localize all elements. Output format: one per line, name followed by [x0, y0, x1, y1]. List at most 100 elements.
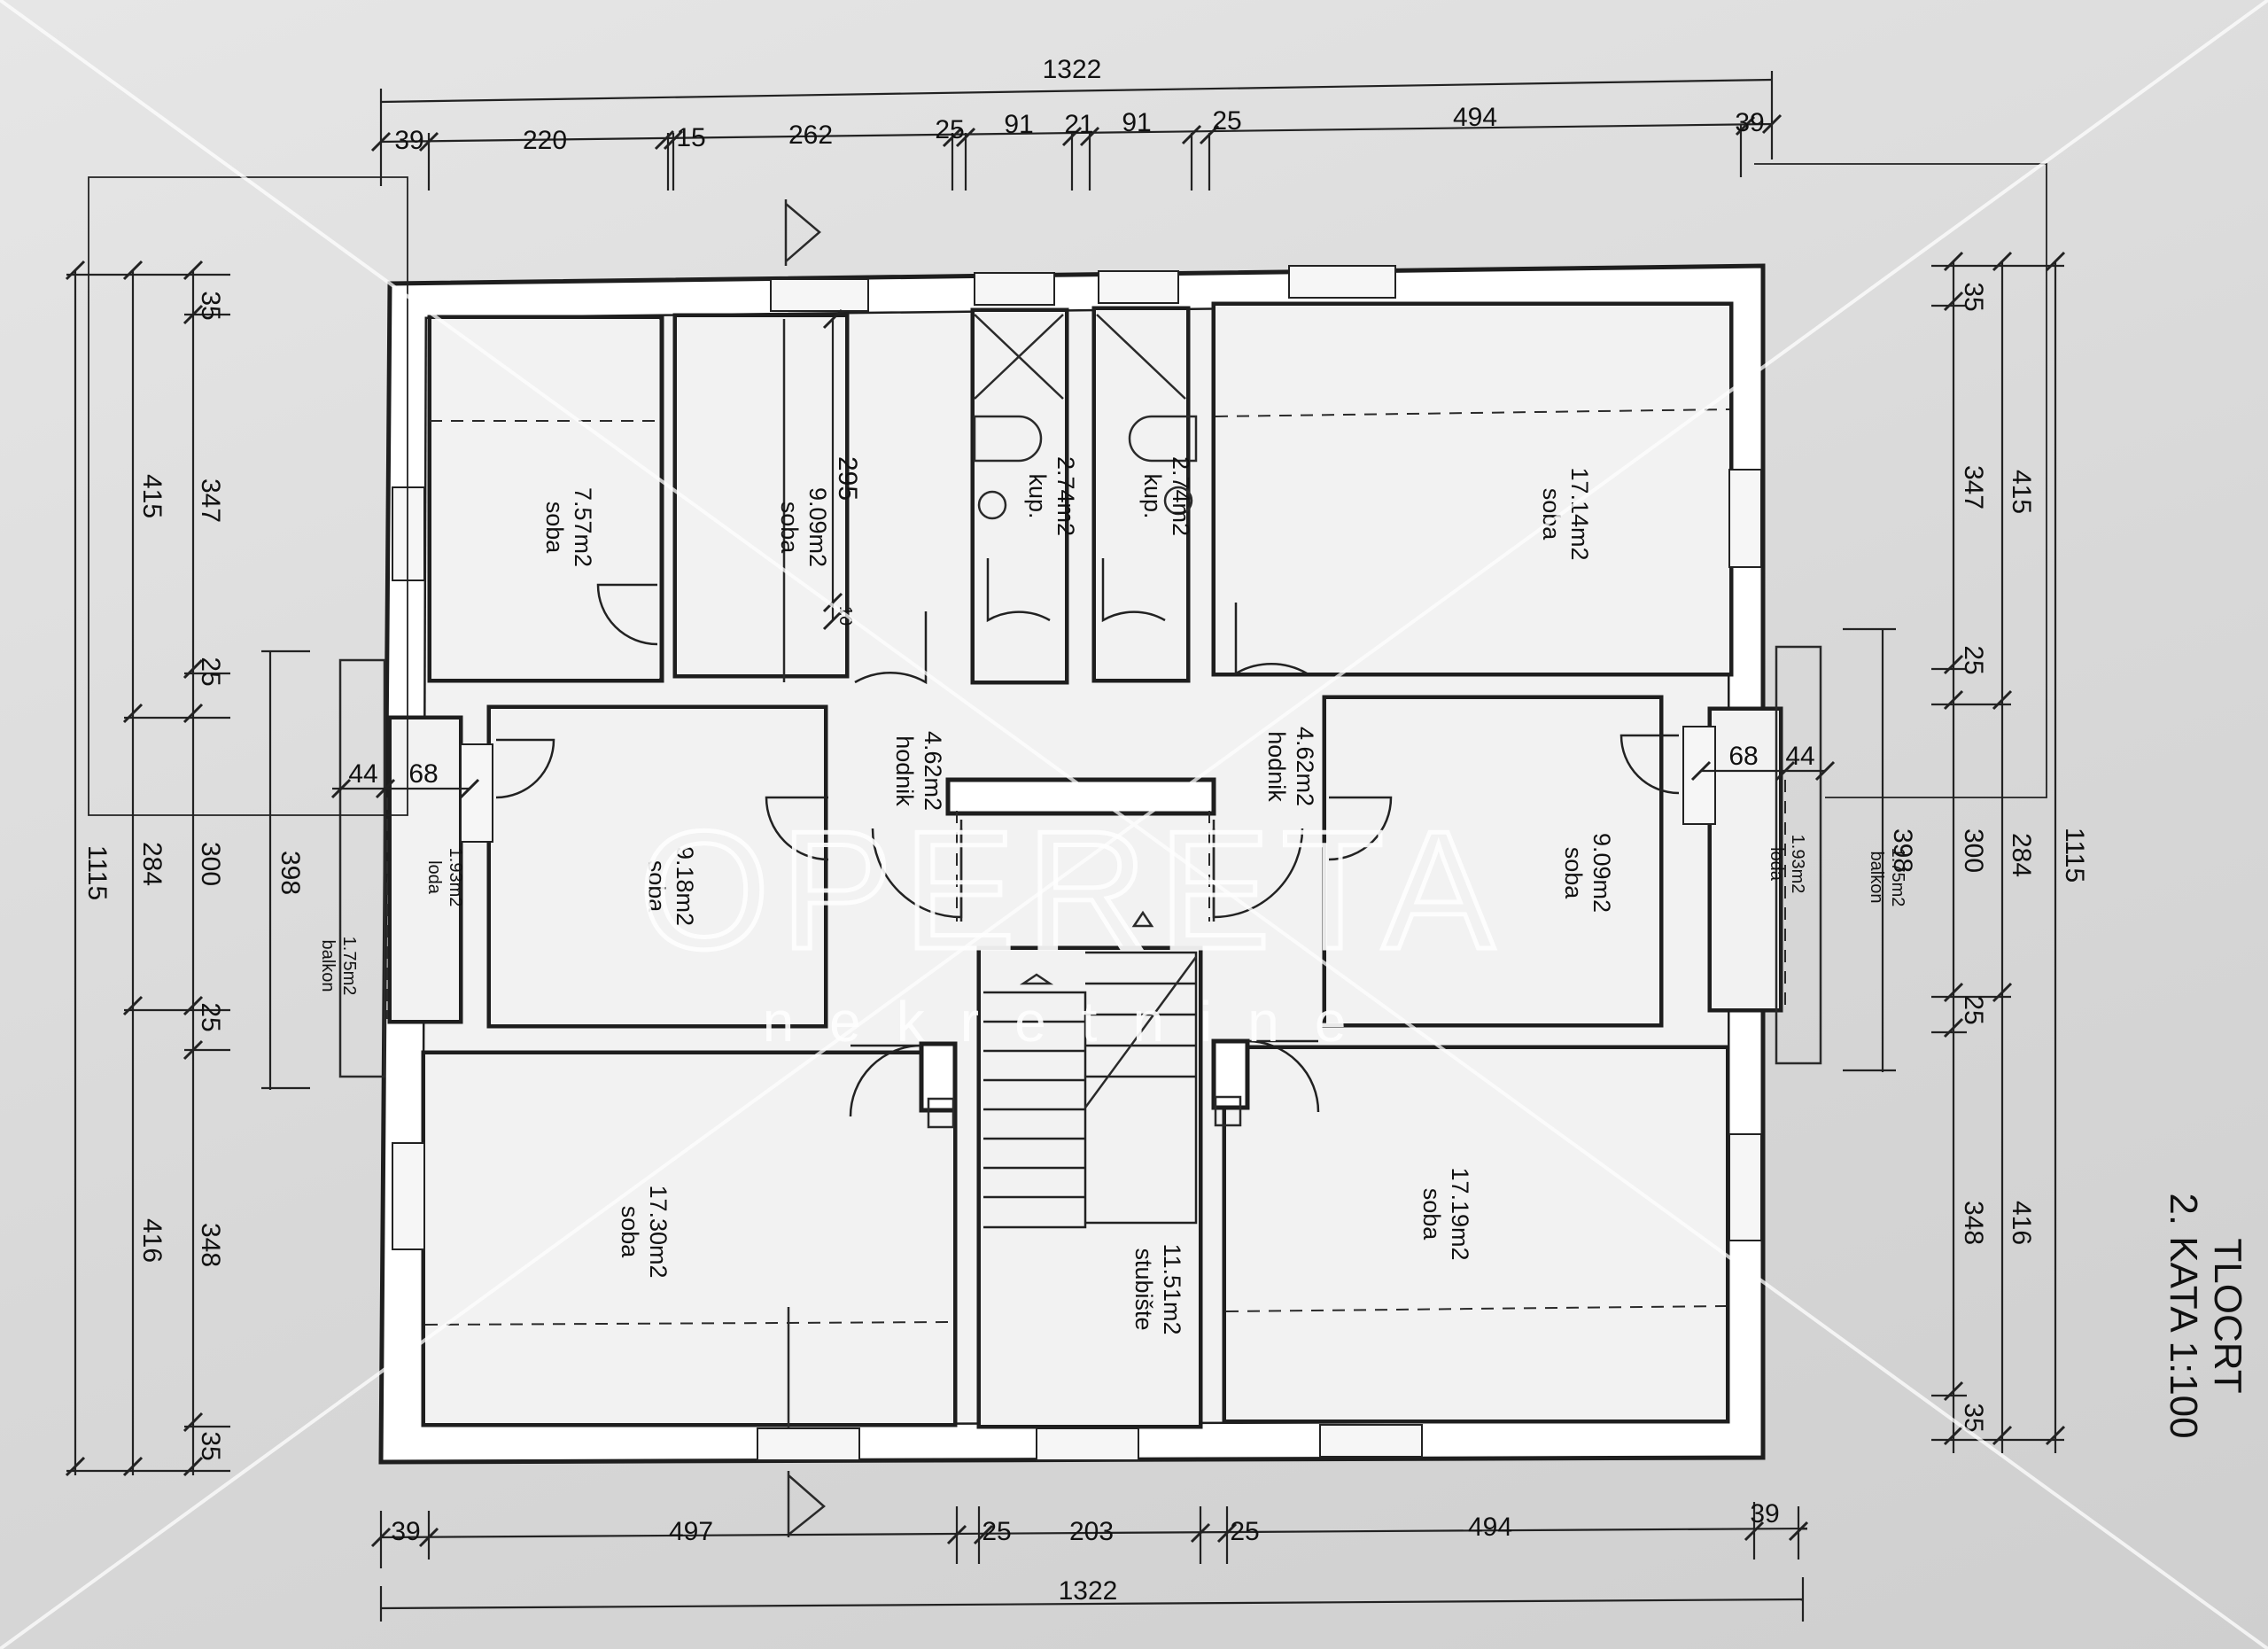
room-soba-1719-area: 17.19m2: [1447, 1167, 1473, 1260]
dim-left-b-0: 35: [196, 291, 225, 320]
dim-left-balcony: 398: [276, 851, 305, 895]
staircase: [927, 910, 1242, 1229]
title-line-1: TLOCRT: [2206, 1238, 2249, 1393]
dim-right-balcony: 398: [1888, 828, 1917, 873]
room-soba-757-area: 7.57m2: [570, 487, 596, 567]
dim-left-a-0: 415: [137, 474, 167, 518]
building-walls: [338, 199, 1822, 1537]
dim-left-b-6: 35: [196, 1431, 225, 1460]
dim-right-b-0: 35: [1959, 282, 1988, 311]
door-arc: [871, 828, 963, 919]
room-hodnik-left-area: 4.62m2: [920, 731, 946, 811]
room-loda-left-name: loda: [424, 860, 444, 895]
dim-bottom-total: 1322: [1059, 1576, 1118, 1606]
dim-top-1: 220: [523, 126, 567, 155]
door-arc: [765, 796, 829, 861]
watermark-brand: OPERETA: [639, 797, 1505, 984]
dim-left-balcony-w1: 68: [408, 759, 438, 789]
dim-top-0: 39: [394, 126, 423, 155]
door-arc: [854, 611, 928, 685]
dim-right-total: 1115: [2060, 828, 2089, 883]
door-arc: [1619, 734, 1680, 795]
window: [1288, 265, 1396, 299]
dim-bottom-0: 39: [391, 1517, 420, 1546]
dim-top-10: 39: [1735, 108, 1764, 137]
room-kup-right-name: kup.: [1139, 473, 1166, 518]
dim-bottom-4: 25: [1230, 1517, 1259, 1546]
room-balkon-left-name: balkon: [318, 940, 338, 992]
window: [1728, 469, 1762, 568]
room-balkon-left-area: 1.75m2: [339, 937, 359, 996]
window: [770, 278, 869, 312]
window: [392, 1142, 425, 1250]
door-arc: [849, 1044, 922, 1117]
room-hodnik-left-name: hodnik: [891, 735, 918, 806]
dim-top-8: 25: [1212, 106, 1241, 136]
interior-walls: [338, 301, 1822, 1429]
doors: [495, 558, 1680, 1117]
room-stubiste-area: 11.51m2: [1159, 1243, 1185, 1334]
room-soba-1719-name: soba: [1418, 1188, 1445, 1241]
balcony-left: [338, 658, 386, 1078]
dim-top-2: 15: [676, 123, 705, 152]
dim-left-a-2: 416: [137, 1218, 167, 1263]
window: [757, 1427, 860, 1461]
balcony-right: [1775, 645, 1822, 1065]
room-hodnik-right-name: hodnik: [1263, 731, 1290, 802]
overhead-lines: [386, 408, 1786, 1326]
room-kup-right-area: 2.74m2: [1168, 456, 1194, 536]
windows: [392, 265, 1762, 1461]
window: [460, 743, 493, 843]
dim-right-b-1: 347: [1959, 465, 1988, 509]
dim-inner-295: 295: [833, 456, 862, 501]
window: [392, 486, 425, 581]
door-arc: [1234, 603, 1308, 676]
room-hodnik-right-area: 4.62m2: [1292, 727, 1318, 806]
room-soba-909b-area: 9.09m2: [1588, 833, 1615, 913]
door-arc: [1328, 796, 1393, 861]
dim-top-5: 91: [1004, 110, 1033, 139]
room-soba-1730-area: 17.30m2: [645, 1185, 672, 1278]
dim-top-4: 25: [935, 115, 964, 144]
dimension-lines: [65, 71, 2066, 1622]
dim-right-b-4: 25: [1959, 995, 1988, 1024]
dim-left-balcony-w0: 44: [348, 759, 377, 789]
door-arc: [1247, 1039, 1320, 1113]
room-soba-1730-name: soba: [617, 1206, 643, 1259]
dim-left-a-1: 284: [137, 842, 167, 886]
dim-left-b-1: 347: [196, 478, 225, 523]
room-balkon-right-area: 1.75m2: [1888, 848, 1907, 907]
room-soba-909a-area: 9.09m2: [804, 487, 831, 567]
window: [974, 272, 1055, 306]
dim-top-9: 494: [1453, 103, 1497, 132]
window: [1319, 1424, 1423, 1458]
room-stubiste-name: stubište: [1130, 1248, 1157, 1330]
dim-top-3: 262: [788, 121, 833, 150]
dim-bottom-3: 203: [1069, 1517, 1114, 1546]
room-loda-right-area: 1.93m2: [1788, 835, 1807, 894]
dim-right-a-0: 415: [2007, 470, 2036, 514]
section-arrow-top: [784, 199, 821, 266]
dim-bottom-2: 25: [982, 1517, 1011, 1546]
title-line-2: 2. KATA 1:100: [2162, 1193, 2205, 1438]
door-arc: [596, 583, 658, 646]
window: [1098, 270, 1179, 304]
dim-left-b-3: 300: [196, 842, 225, 886]
drawing-title: TLOCRT 2. KATA 1:100: [2162, 1193, 2249, 1438]
bathroom-fixtures: [973, 314, 1198, 520]
dimension-labels: 1322 39 220 15 262 25 91 21 91 25 494 39…: [82, 55, 2089, 1606]
dim-top-7: 91: [1122, 108, 1151, 137]
dim-right-b-2: 25: [1959, 645, 1988, 674]
dim-top-6: 21: [1064, 110, 1093, 139]
door-arc: [1101, 558, 1166, 623]
dim-top-total: 1322: [1043, 55, 1102, 84]
dim-left-b-4: 25: [196, 1002, 225, 1031]
room-kup-left-name: kup.: [1024, 473, 1051, 518]
dim-bottom-1: 497: [669, 1517, 713, 1546]
room-soba-918-name: soba: [643, 860, 670, 914]
room-soba-909a-name: soba: [776, 502, 803, 555]
window: [1682, 726, 1716, 825]
room-labels: soba 7.57m2 soba 9.09m2 kup. 2.74m2 kup.…: [318, 456, 1907, 1335]
